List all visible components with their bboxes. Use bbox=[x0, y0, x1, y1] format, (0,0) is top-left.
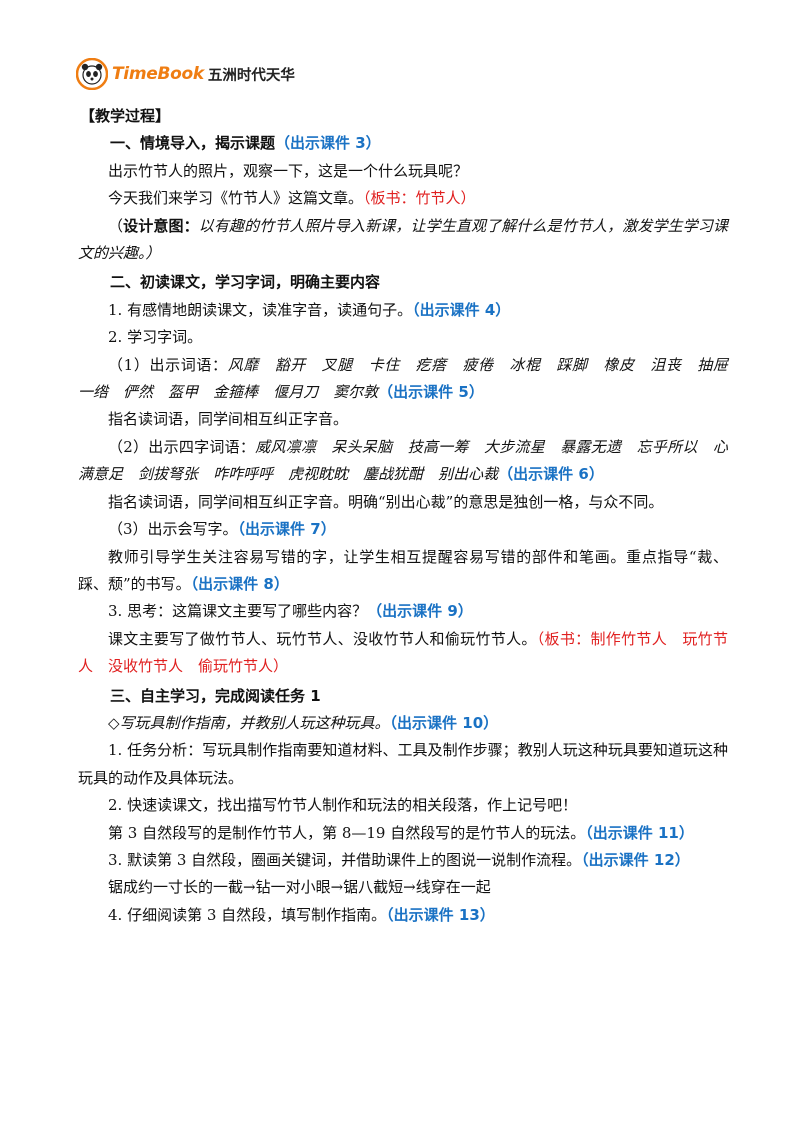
ref-courseware-4: （出示课件 4） bbox=[412, 300, 511, 319]
vocab-word: 冰棍 bbox=[509, 355, 541, 374]
vocab-word: 呆头呆脑 bbox=[331, 437, 393, 456]
paragraph: 教师引导学生关注容易写错的字，让学生相互提醒容易写错的部件和笔画。重点指导“裁、… bbox=[78, 547, 728, 593]
paragraph: 2. 学习字词。 bbox=[108, 328, 203, 347]
word-list-1: （1）出示词语：风靡 豁开 叉腿 卡住 疙瘩 疲倦 冰棍 踩脚 橡皮 沮丧 抽屉… bbox=[78, 355, 728, 402]
brand-logo: TimeBook 五洲时代天华 bbox=[75, 57, 295, 91]
vocab-word: 盔甲 bbox=[168, 383, 199, 402]
heading-2: 二、初读课文，学习字词，明确主要内容 bbox=[110, 273, 381, 292]
vocab-word: 卡住 bbox=[368, 355, 400, 374]
vocab-word: 剑拔弩张 bbox=[138, 465, 199, 484]
vocab-word: 技高一筹 bbox=[407, 437, 469, 456]
brand-name-cn: 五洲时代天华 bbox=[207, 67, 295, 84]
vocab-word: 大步流星 bbox=[484, 437, 546, 456]
paragraph: 出示竹节人的照片，观察一下，这是一个什么玩具呢？ bbox=[108, 161, 469, 180]
heading-1: 一、情境导入，揭示课题（出示课件 3） bbox=[110, 134, 381, 153]
vocab-word: 暴露无遗 bbox=[560, 437, 622, 456]
task-line: ◇写玩具制作指南，并教别人玩这种玩具。（出示课件 10） bbox=[108, 713, 499, 732]
paragraph: 指名读词语，同学间相互纠正字音。 bbox=[108, 410, 349, 429]
paragraph: 今天我们来学习《竹节人》这篇文章。（板书：竹节人） bbox=[108, 189, 476, 208]
vocab-word: 橡皮 bbox=[603, 355, 635, 374]
paragraph: 4. 仔细阅读第 3 自然段，填写制作指南。（出示课件 13） bbox=[108, 905, 495, 924]
paragraph: 3. 思考：这篇课文主要写了哪些内容？（出示课件 9） bbox=[108, 602, 473, 621]
paragraph: 1. 任务分析：写玩具制作指南要知道材料、工具及制作步骤；教别人玩这种玩具要知道… bbox=[78, 741, 728, 787]
paragraph: 2. 快速读课文，找出描写竹节人制作和玩法的相关段落，作上记号吧！ bbox=[108, 796, 578, 815]
ref-courseware-3: （出示课件 3） bbox=[275, 134, 381, 153]
board-note: （板书：竹节人） bbox=[363, 189, 476, 208]
word-list-2: （2）出示四字词语：威风凛凛 呆头呆脑 技高一筹 大步流星 暴露无遗 忘乎所以 … bbox=[78, 437, 728, 484]
paragraph: 锯成约一寸长的一截→钻一对小眼→锯八截短→线穿在一起 bbox=[108, 878, 491, 897]
vocab-word: 一绺 bbox=[78, 383, 109, 402]
heading-3: 三、自主学习，完成阅读任务 1 bbox=[110, 686, 321, 705]
vocab-word: 风靡 bbox=[227, 355, 259, 374]
vocab-word: 俨然 bbox=[123, 383, 154, 402]
paragraph: 1. 有感情地朗读课文，读准字音，读通句子。（出示课件 4） bbox=[108, 300, 511, 319]
vocab-word: 虎视眈眈 bbox=[288, 465, 349, 484]
paragraph: 第 3 自然段写的是制作竹节人，第 8—19 自然段写的是竹节人的玩法。（出示课… bbox=[108, 823, 694, 842]
vocab-word: 威风凛凛 bbox=[255, 437, 317, 456]
vocab-word: 咋咋呼呼 bbox=[213, 465, 274, 484]
vocab-word: 偃月刀 bbox=[273, 383, 319, 402]
vocab-word: 踩脚 bbox=[556, 355, 588, 374]
vocab-word: 沮丧 bbox=[650, 355, 682, 374]
vocab-word: 豁开 bbox=[274, 355, 306, 374]
paragraph: 课文主要写了做竹节人、玩竹节人、没收竹节人和偷玩竹节人。（板书：制作竹节人 玩竹… bbox=[78, 629, 728, 676]
vocab-word: 抽屉 bbox=[697, 355, 728, 374]
paragraph: 3. 默读第 3 自然段，圈画关键词，并借助课件上的图说一说制作流程。（出示课件… bbox=[108, 850, 690, 869]
vocab-word: 窦尔敦 bbox=[333, 383, 379, 402]
vocab-word: 忘乎所以 bbox=[636, 437, 698, 456]
document-body: 【教学过程】 一、情境导入，揭示课题（出示课件 3） 出示竹节人的照片，观察一下… bbox=[78, 103, 728, 929]
vocab-word: 别出心裁 bbox=[438, 465, 499, 484]
board-note: （板书：制作竹节人 玩竹节人 没收竹节人 偷玩竹节人） bbox=[78, 629, 728, 676]
design-intent: （设计意图：以有趣的竹节人照片导入新课，让学生直观了解什么是竹节人，激发学生学习… bbox=[78, 216, 728, 263]
paragraph: （3）出示会写字。（出示课件 7） bbox=[108, 520, 336, 539]
vocab-word: 金箍棒 bbox=[213, 383, 259, 402]
vocab-word: 疙瘩 bbox=[415, 355, 447, 374]
paragraph: 指名读词语，同学间相互纠正字音。明确“别出心裁”的意思是独创一格，与众不同。 bbox=[108, 492, 664, 511]
section-title: 【教学过程】 bbox=[80, 107, 171, 125]
vocab-word: 心满意足 bbox=[78, 437, 728, 484]
panda-logo-icon bbox=[75, 57, 109, 91]
vocab-word: 疲倦 bbox=[462, 355, 494, 374]
vocab-word: 鏖战犹酣 bbox=[363, 465, 424, 484]
brand-name: TimeBook bbox=[112, 64, 204, 84]
vocab-word: 叉腿 bbox=[321, 355, 353, 374]
